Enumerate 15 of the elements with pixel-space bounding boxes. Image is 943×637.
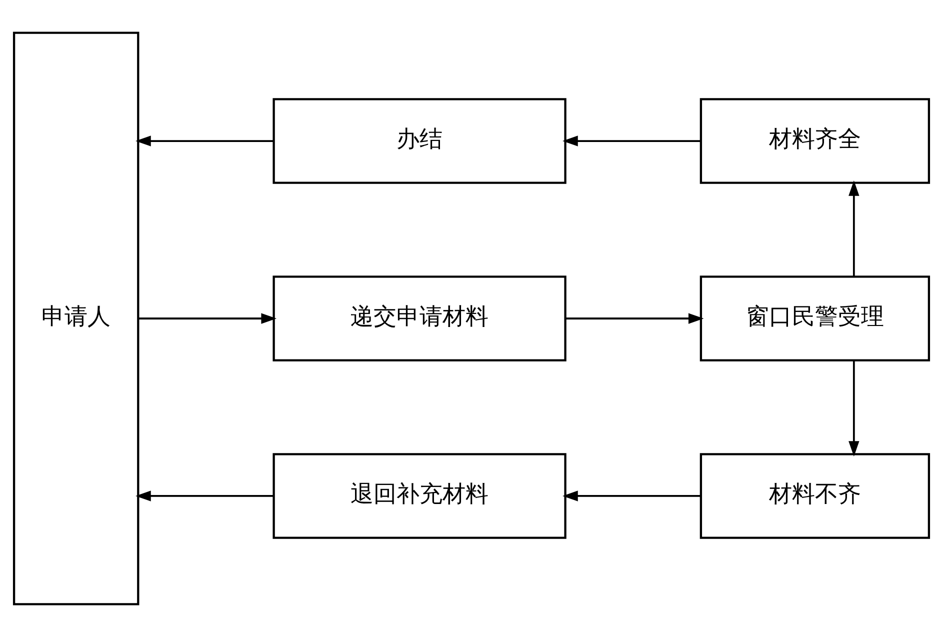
node-box: 递交申请材料 (272, 276, 566, 362)
arrow (562, 136, 701, 146)
node-box: 退回补充材料 (272, 453, 566, 539)
arrow (136, 490, 274, 502)
node-box: 申请人 (12, 32, 140, 606)
node-box: 窗口民警受理 (700, 276, 930, 362)
arrow (848, 360, 860, 456)
node-box: 材料不齐 (700, 453, 930, 539)
arrow (848, 180, 860, 276)
arrow (138, 313, 277, 324)
arrow (566, 313, 704, 324)
node-box: 办结 (272, 98, 566, 184)
arrow (562, 490, 701, 502)
arrow (136, 136, 274, 146)
node-box: 材料齐全 (700, 98, 930, 184)
